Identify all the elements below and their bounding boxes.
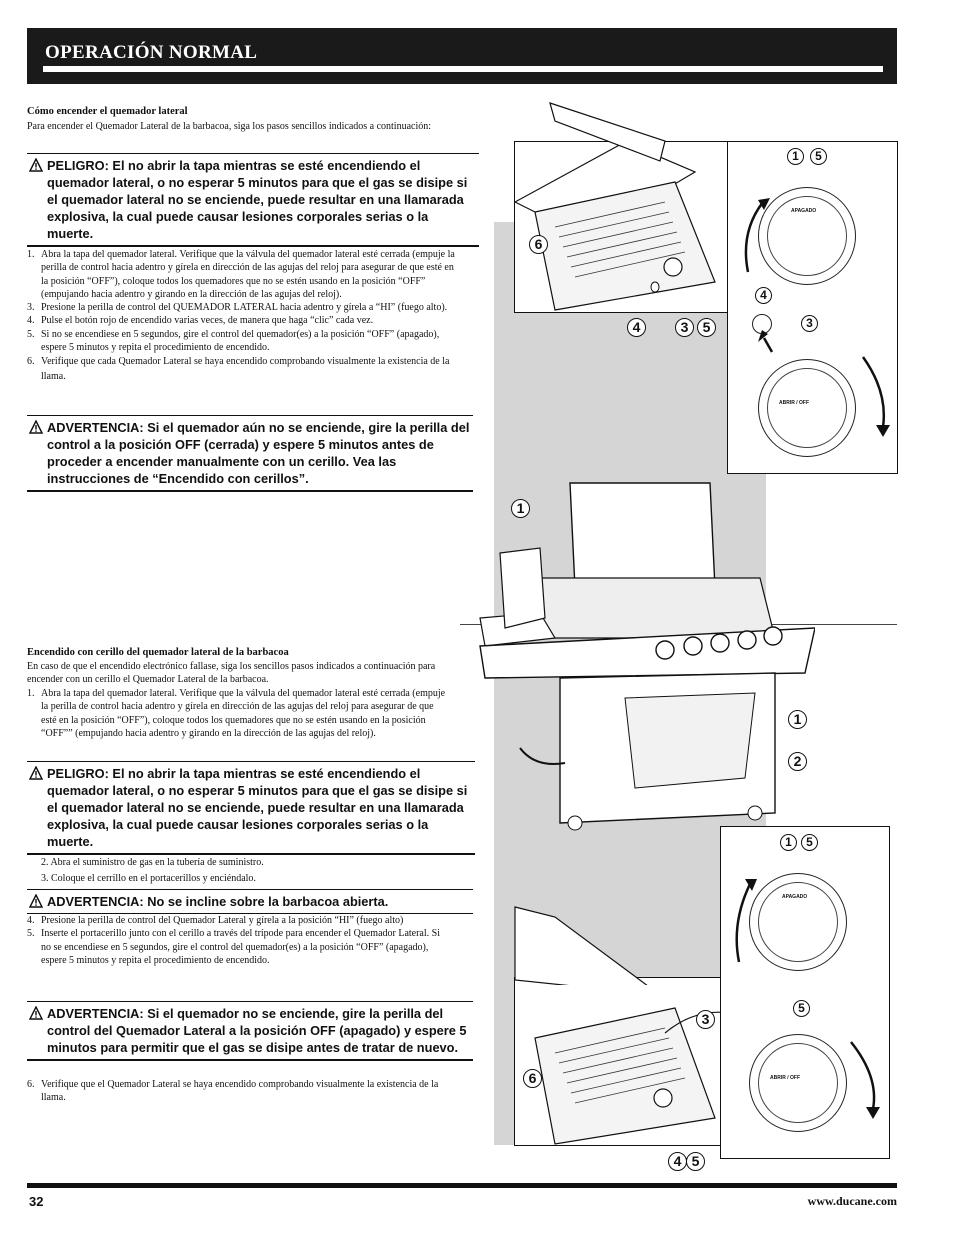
callout-3: 3 bbox=[696, 1010, 715, 1029]
rotation-arrows-icon bbox=[735, 879, 880, 1119]
section-header: OPERACIÓN NORMAL bbox=[27, 28, 897, 84]
grill-illustration bbox=[475, 478, 816, 838]
header-rule bbox=[43, 66, 883, 72]
list-item: 3.Presione la perilla de control del QUE… bbox=[27, 302, 448, 314]
side-burner-illustration-bottom bbox=[514, 977, 731, 1146]
section2-heading: Encendido con cerillo del quemador later… bbox=[27, 647, 289, 658]
warning-triangle-icon bbox=[29, 1006, 43, 1020]
burner-knob-off[interactable]: APAGADO bbox=[749, 873, 847, 971]
callout-4: 4 bbox=[668, 1152, 687, 1171]
footer-rule bbox=[27, 1183, 897, 1188]
warning-box-1: ADVERTENCIA: Si el quemador aún no se en… bbox=[27, 415, 473, 492]
list-item: 6.Verifique que el Quemador Lateral se h… bbox=[27, 1079, 439, 1104]
list-item: 3. Coloque el cerrillo en el portacerill… bbox=[41, 873, 256, 884]
knob-inner bbox=[767, 368, 847, 448]
callout-2: 2 bbox=[788, 752, 807, 771]
warning-triangle-icon bbox=[29, 158, 43, 172]
list-item: 4.Presione la perilla de control del Que… bbox=[27, 915, 404, 926]
lid-outline-top bbox=[495, 101, 666, 162]
callout-5: 5 bbox=[697, 318, 716, 337]
list-item: 4.Pulse el botón rojo de encendido varia… bbox=[27, 315, 374, 327]
section1-steps: 1.Abra la tapa del quemador lateral. Ver… bbox=[27, 248, 455, 384]
warning-triangle-icon bbox=[29, 766, 43, 780]
list-item: 5.Inserte el portacerillo junto con el c… bbox=[27, 928, 440, 966]
callout-5: 5 bbox=[686, 1152, 705, 1171]
section1-intro: Para encender el Quemador Lateral de la … bbox=[27, 121, 432, 132]
section2-steps-a: 2. Abra el suministro de gas en la tuber… bbox=[27, 855, 447, 887]
warning-box-2: ADVERTENCIA: No se incline sobre la barb… bbox=[27, 889, 473, 914]
lid-drawing bbox=[514, 906, 663, 996]
callout-1: 1 bbox=[780, 834, 797, 851]
warning-triangle-icon bbox=[29, 894, 43, 908]
knob-inner bbox=[758, 882, 838, 962]
list-item: 6.Verifique que cada Quemador Lateral se… bbox=[27, 356, 450, 383]
warning-text-2: ADVERTENCIA: No se incline sobre la barb… bbox=[47, 894, 389, 909]
section2-step1: 1.Abra la tapa del quemador lateral. Ver… bbox=[27, 687, 447, 740]
section1-heading: Cómo encender el quemador lateral bbox=[27, 106, 188, 117]
side-burner-drawing bbox=[515, 142, 716, 311]
list-item: 1.Abra la tapa del quemador lateral. Ver… bbox=[27, 688, 446, 739]
callout-4: 4 bbox=[627, 318, 646, 337]
callout-6: 6 bbox=[529, 235, 548, 254]
burner-knob-off[interactable]: APAGADO bbox=[758, 187, 856, 285]
burner-knob-hi[interactable]: ABRIR / OFF bbox=[749, 1034, 847, 1132]
callout-1: 1 bbox=[788, 710, 807, 729]
callout-4: 4 bbox=[755, 287, 772, 304]
section2-intro: En caso de que el encendido electrónico … bbox=[27, 661, 436, 686]
warning-triangle-icon bbox=[29, 420, 43, 434]
callout-3: 3 bbox=[675, 318, 694, 337]
callout-3: 3 bbox=[801, 315, 818, 332]
knob-panel-bottom: 1 5 APAGADO 5 ABRIR / OFF bbox=[720, 826, 890, 1159]
danger-text-2: PELIGRO: El no abrir la tapa mientras se… bbox=[47, 766, 468, 849]
page-number: 32 bbox=[29, 1194, 44, 1209]
burner-knob-hi[interactable]: ABRIR / OFF bbox=[758, 359, 856, 457]
list-item: 1.Abra la tapa del quemador lateral. Ver… bbox=[27, 249, 455, 300]
rotation-arrows-icon bbox=[744, 198, 890, 437]
knob-panel-top: 1 5 APAGADO 4 3 ABRIR / OFF bbox=[727, 141, 898, 474]
callout-5: 5 bbox=[810, 148, 827, 165]
knob-label-apagado: APAGADO bbox=[782, 894, 808, 900]
callout-1: 1 bbox=[787, 148, 804, 165]
knob-label-off: ABRIR / OFF bbox=[779, 400, 809, 406]
match-lighting-drawing bbox=[534, 1007, 730, 1145]
danger-text-1: PELIGRO: El no abrir la tapa mientras se… bbox=[47, 158, 468, 241]
callout-5: 5 bbox=[801, 834, 818, 851]
warning-box-3: ADVERTENCIA: Si el quemador no se encien… bbox=[27, 1001, 473, 1061]
knob-inner bbox=[767, 196, 847, 276]
callout-6: 6 bbox=[523, 1069, 542, 1088]
lid-drawing bbox=[549, 102, 666, 162]
side-burner-illustration-top bbox=[514, 141, 728, 313]
callout-5: 5 bbox=[793, 1000, 810, 1017]
knob-inner bbox=[758, 1043, 838, 1123]
callout-1: 1 bbox=[511, 499, 530, 518]
danger-box-1: PELIGRO: El no abrir la tapa mientras se… bbox=[27, 153, 479, 247]
warning-text-3: ADVERTENCIA: Si el quemador no se encien… bbox=[47, 1006, 467, 1055]
warning-text-1: ADVERTENCIA: Si el quemador aún no se en… bbox=[47, 420, 470, 486]
list-item: 5.Si no se encendiese en 5 segundos, gir… bbox=[27, 328, 440, 354]
knob-label-apagado: APAGADO bbox=[791, 208, 817, 214]
section2-steps-b: 4.Presione la perilla de control del Que… bbox=[27, 914, 447, 967]
lid-outline-bottom bbox=[495, 905, 675, 996]
page-title: OPERACIÓN NORMAL bbox=[45, 42, 258, 63]
knob-label-off: ABRIR / OFF bbox=[770, 1075, 800, 1081]
website-link[interactable]: www.ducane.com bbox=[807, 1194, 897, 1208]
list-item: 2. Abra el suministro de gas en la tuber… bbox=[41, 857, 264, 868]
grill-drawing bbox=[479, 482, 816, 831]
danger-box-2: PELIGRO: El no abrir la tapa mientras se… bbox=[27, 761, 475, 855]
section2-step6: 6.Verifique que el Quemador Lateral se h… bbox=[27, 1078, 453, 1105]
